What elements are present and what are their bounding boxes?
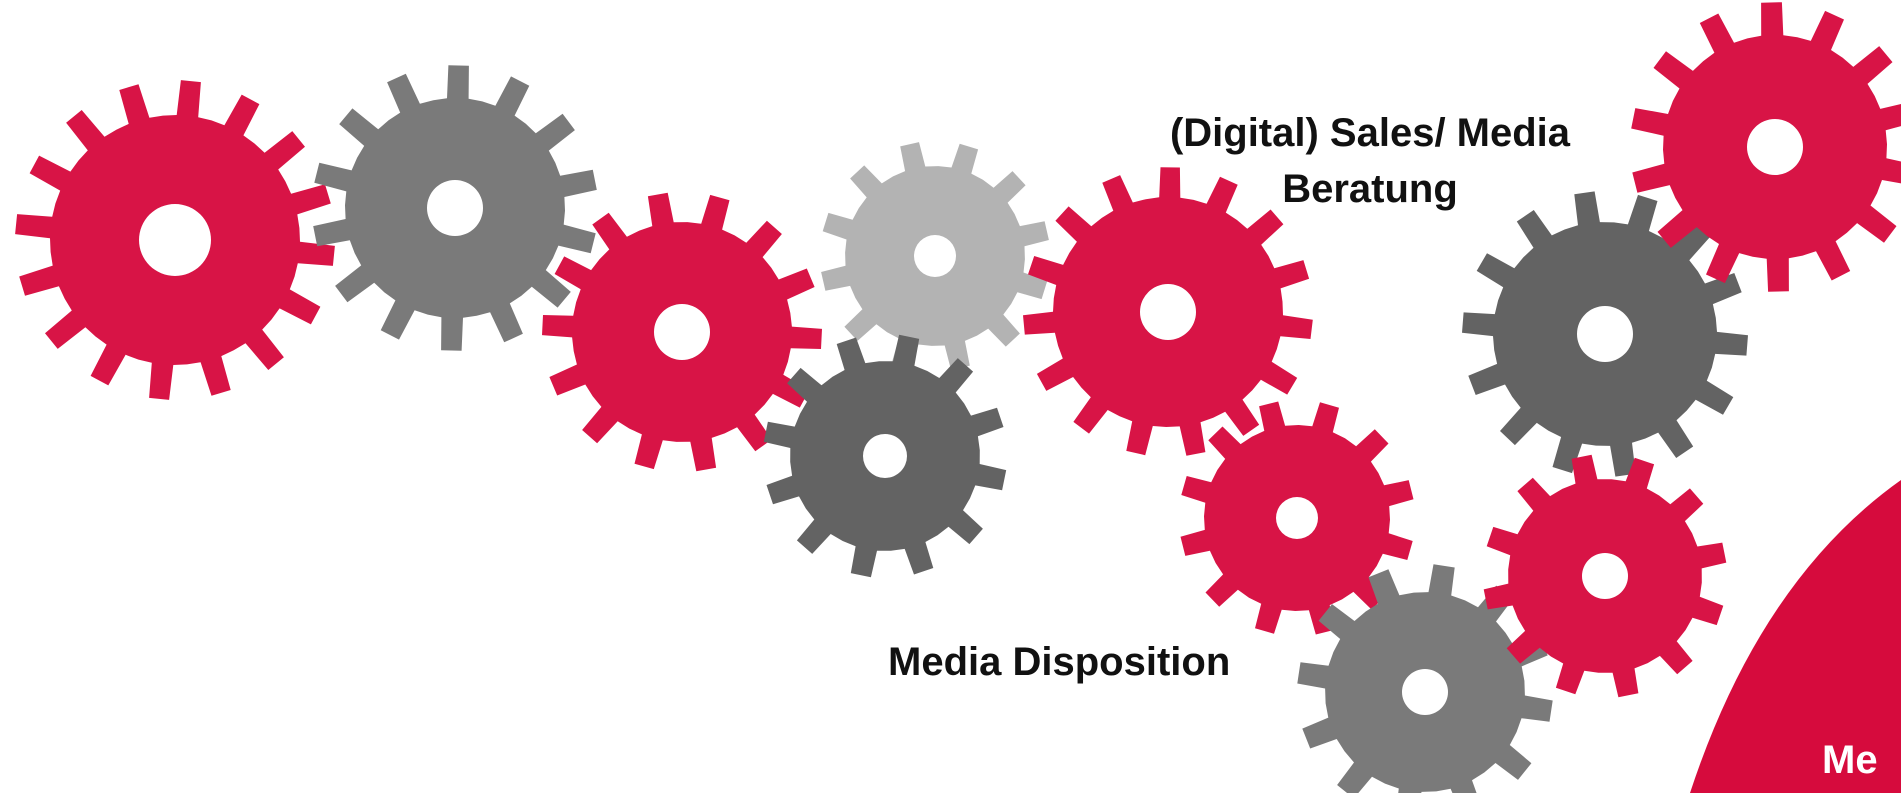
gear-icon (1483, 454, 1727, 698)
gear-icon (1462, 191, 1748, 477)
gear-icon (1023, 167, 1313, 456)
gear-icon (15, 80, 335, 400)
gear-icon (313, 65, 597, 351)
sales-label-line-2: Beratung (1282, 167, 1458, 211)
gear-icon (763, 334, 1007, 578)
sales-consulting-label: (Digital) Sales/ Media Beratung (1150, 105, 1590, 217)
sales-label-line-1: (Digital) Sales/ Media (1169, 111, 1571, 155)
gear-icon (1631, 2, 1901, 292)
gear-icon (542, 192, 822, 472)
gear-icon (1297, 564, 1553, 793)
corner-red-shape (1690, 480, 1901, 793)
gear-icon (1180, 401, 1414, 635)
media-disposition-label: Media Disposition (888, 640, 1231, 684)
corner-partial-label: Me (1822, 738, 1878, 782)
gear-icon (821, 142, 1049, 370)
